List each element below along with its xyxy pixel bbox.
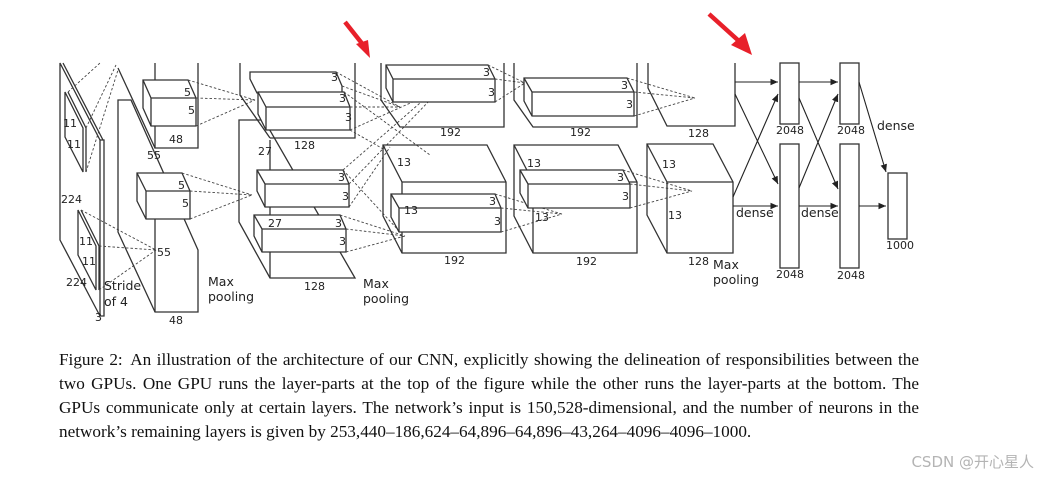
conv2-kernel-label: 3 (342, 190, 349, 203)
conv5-size-label: 13 (662, 158, 676, 171)
conv1-layer: 5 5 5 5 48 55 55 48 Max pooling (117, 63, 256, 327)
dense-label: dense (801, 205, 839, 220)
conv1-depth-top: 48 (169, 133, 183, 146)
max-label: Max (363, 276, 389, 291)
conv2-layer: 3 3 3 128 27 3 3 27 3 3 128 Max pooling (238, 63, 436, 306)
conv4-size-label: 13 (527, 157, 541, 170)
red-arrow-icon (343, 20, 370, 58)
fc8-label: 1000 (886, 239, 914, 252)
conv3-size-label: 13 (397, 156, 411, 169)
conv4-depth-top: 192 (570, 126, 591, 139)
conv3-kernel-label: 3 (483, 66, 490, 79)
conv4-depth-bottom: 192 (576, 255, 597, 268)
fc7-bottom-label: 2048 (837, 269, 865, 282)
fc6-bottom-label: 2048 (776, 268, 804, 281)
conv5-size-label: 13 (668, 209, 682, 222)
input-depth-label: 3 (95, 311, 102, 324)
conv1-kernel-label: 5 (184, 86, 191, 99)
fc7-top-label: 2048 (837, 124, 865, 137)
input-width-label: 224 (66, 276, 87, 289)
conv1-size-label: 55 (157, 246, 171, 259)
input-kernel-label: 11 (63, 117, 77, 130)
conv1-kernel-label: 5 (188, 104, 195, 117)
conv1-kernel-label: 5 (182, 197, 189, 210)
conv3-kernel-label: 3 (494, 215, 501, 228)
conv2-depth-bottom: 128 (304, 280, 325, 293)
cnn-architecture-diagram: 11 11 224 11 11 224 3 Stride of 4 5 5 5 … (59, 12, 915, 327)
input-kernel-label: 11 (67, 138, 81, 151)
conv2-depth-top: 128 (294, 139, 315, 152)
conv4-kernel-label: 3 (622, 190, 629, 203)
fc-layers: 2048 2048 2048 2048 1000 dense dense den… (732, 62, 915, 282)
conv5-depth-top: 128 (688, 127, 709, 140)
fc6-top-label: 2048 (776, 124, 804, 137)
dense-label: dense (877, 118, 915, 133)
conv2-kernel-label: 3 (335, 217, 342, 230)
conv4-kernel-label: 3 (621, 79, 628, 92)
stride-label: of 4 (104, 294, 128, 309)
conv2-size-label: 27 (258, 145, 272, 158)
conv4-layer: 3 3 192 13 3 3 13 192 (513, 63, 696, 268)
dense-label: dense (736, 205, 774, 220)
conv4-kernel-label: 3 (617, 171, 624, 184)
input-kernel-label: 11 (82, 255, 96, 268)
red-arrow-icon (707, 12, 752, 55)
input-height-label: 224 (61, 193, 82, 206)
max-label: Max (713, 257, 739, 272)
conv3-kernel-label: 3 (489, 195, 496, 208)
caption-text: An illustration of the architecture of o… (59, 350, 919, 441)
conv5-layer: 128 13 13 128 Max pooling (646, 63, 759, 287)
pooling-label: pooling (713, 272, 759, 287)
input-kernel-label: 11 (79, 235, 93, 248)
conv3-depth-bottom: 192 (444, 254, 465, 267)
conv3-kernel-label: 3 (488, 86, 495, 99)
conv2-kernel-label: 3 (339, 92, 346, 105)
conv3-layer: 3 3 192 13 13 3 3 192 (380, 63, 563, 267)
max-label: Max (208, 274, 234, 289)
conv2-kernel-label: 3 (339, 235, 346, 248)
conv1-depth-bottom: 48 (169, 314, 183, 327)
stride-label: Stride (104, 278, 141, 293)
conv3-size-label: 13 (404, 204, 418, 217)
conv4-kernel-label: 3 (626, 98, 633, 111)
pooling-label: pooling (363, 291, 409, 306)
conv1-size-label: 55 (147, 149, 161, 162)
watermark: CSDN @开心星人 (911, 453, 1034, 471)
conv1-kernel-label: 5 (178, 179, 185, 192)
conv2-size-label: 27 (268, 217, 282, 230)
pooling-label: pooling (208, 289, 254, 304)
conv4-size-label: 13 (535, 211, 549, 224)
input-layer: 11 11 224 11 11 224 3 Stride of 4 (59, 62, 157, 324)
conv5-depth-bottom: 128 (688, 255, 709, 268)
conv3-depth-top: 192 (440, 126, 461, 139)
figure-label: Figure 2: (59, 350, 123, 369)
conv2-kernel-label: 3 (338, 171, 345, 184)
figure-caption: Figure 2: An illustration of the archite… (59, 348, 919, 444)
conv2-kernel-label: 3 (345, 111, 352, 124)
conv2-kernel-label: 3 (331, 71, 338, 84)
